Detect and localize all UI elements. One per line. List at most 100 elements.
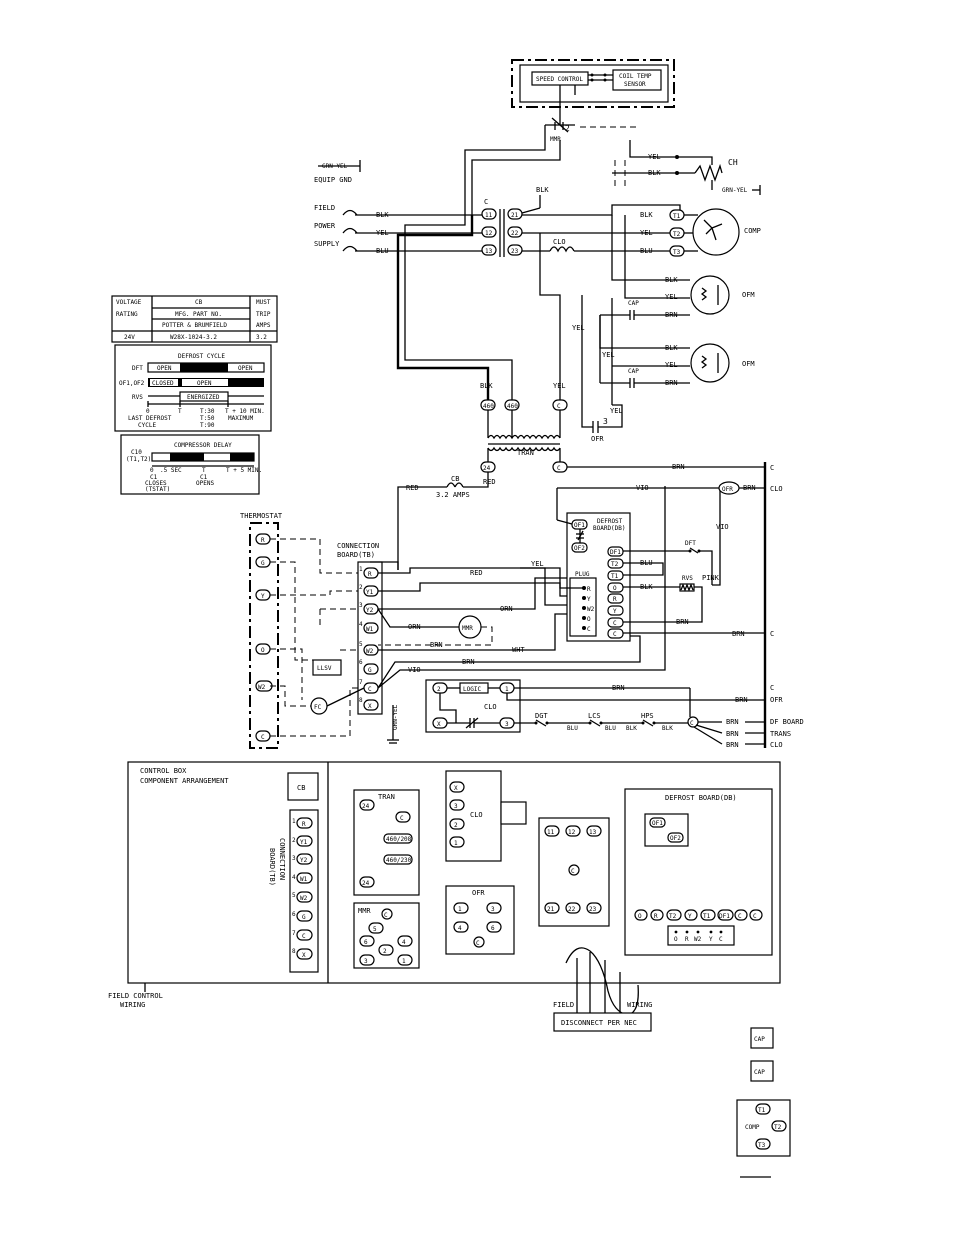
comp-delay-note-c1b: C1 — [200, 474, 208, 481]
cb-arr-db-t1: T1 — [703, 913, 711, 920]
cb-arr-tbn-7: 7 — [292, 930, 296, 937]
bus-c-1: C — [770, 464, 774, 472]
logic-t1: 1 — [505, 686, 509, 693]
ofm-yel-wire: YEL — [602, 351, 615, 359]
defrost-axis-t90: T:90 — [200, 422, 215, 429]
plug-label: PLUG — [575, 571, 590, 578]
terminal-13: 13 — [485, 248, 493, 255]
comp-delay-note-c1a: C1 — [150, 474, 158, 481]
cb-arr-db-title: DEFROST BOARD(DB) — [665, 794, 737, 802]
tb-ground: GRN-YEL — [392, 704, 399, 730]
bus-clo-1: CLO — [770, 485, 783, 493]
speed-control-assembly: SPEED CONTROL COIL TEMP SENSOR — [511, 59, 675, 125]
cb-arr-db-plug-c: C — [719, 936, 723, 943]
cb-arr-tbn-8: 8 — [292, 948, 296, 955]
cb-arr-tran-24b: 24 — [362, 880, 370, 887]
comp-yel: YEL — [640, 229, 653, 237]
tb-c: C — [368, 686, 372, 693]
tb-y1: Y1 — [366, 589, 374, 596]
hps-label: HPS — [641, 712, 654, 720]
terminal-22: 22 — [511, 230, 519, 237]
bus-brn-1: BRN — [726, 718, 739, 726]
cb-arr-tbn-2: 2 — [292, 837, 296, 844]
mmr-label: MMR — [550, 136, 561, 143]
defrost-row-dft: DFT — [132, 365, 143, 372]
logic-brn-ofr: BRN — [735, 696, 748, 704]
right-bus: C CLO C C OFR DF BOARD TRANS CLO — [763, 462, 804, 749]
cb-arr-db-df1: DF1 — [719, 913, 730, 920]
tran-460-a: 460 — [483, 403, 494, 410]
plug-pin-y: Y — [587, 596, 591, 603]
ofm2-blk: BLK — [665, 344, 678, 352]
field-control-wiring-2: WIRING — [120, 1001, 145, 1009]
thermostat-terminals: R G Y O W2 C — [255, 533, 273, 742]
disconnect-label: DISCONNECT PER NEC — [561, 1019, 637, 1027]
cb-arr-ct-23: 23 — [589, 906, 597, 913]
cb-arr-tran: TRAN — [378, 793, 395, 801]
defrost-board: DEFROST BOARD(DB) OF1 OF2 VIO DF1 T2 T1 … — [520, 484, 765, 642]
cb-arr-ofr: OFR — [472, 889, 485, 897]
clo-label-top: CLO — [553, 238, 566, 246]
cb-table-r2c2: AMPS — [256, 322, 271, 329]
cb-arr-db-c1: C — [738, 913, 742, 920]
cb-arr-tb-2: BOARD(TB) — [268, 848, 276, 886]
cb-arr-mmr-4: 4 — [402, 939, 406, 946]
tb-num-5: 5 — [359, 641, 363, 648]
cb-table-r3c1: W28X-1024-3.2 — [170, 334, 217, 341]
dft-open-2: OPEN — [238, 365, 253, 372]
defrost-cycle-title: DEFROST CYCLE — [178, 353, 225, 360]
db-t2: T2 — [611, 561, 619, 568]
ofr-yel-wire: YEL — [610, 407, 623, 415]
db-of1: OF1 — [574, 522, 585, 529]
compressor-wiring: CLO BLK YEL BLU T1 T2 T3 COMP — [522, 204, 761, 257]
comp-label: COMP — [744, 227, 761, 235]
defrost-last-1: LAST DEFROST — [128, 415, 172, 422]
equip-ground-label: EQUIP GND — [314, 176, 352, 184]
comp-delay-note-tstat: (TSTAT) — [145, 486, 170, 493]
cb-arr-tran-460-230: 460/230 — [386, 857, 412, 864]
cb-arr-tran-c: C — [400, 815, 404, 822]
cb-table: VOLTAGE CB MUST RATING MFG. PART NO. TRI… — [111, 295, 278, 343]
compressor-delay-chart: COMPRESSOR DELAY C10 (T1,T2) 0 .5 SEC T … — [120, 434, 262, 495]
cb-arr-clo-3: 3 — [454, 803, 458, 810]
cb-table-r1c2: TRIP — [256, 311, 271, 318]
legend-cap-1: CAP — [754, 1036, 765, 1043]
control-box-arrangement: CONTROL BOX COMPONENT ARRANGEMENT CB CON… — [108, 761, 781, 1032]
transformer: BLK YEL 460 460 C TRAN 24 C BRN — [396, 215, 765, 473]
cb-arr-ofr-6: 6 — [491, 925, 495, 932]
field-wiring-1: FIELD — [553, 1001, 574, 1009]
plug-pin-o: O — [587, 616, 591, 623]
tb-num-6: 6 — [359, 659, 363, 666]
cb-arr-tbn-1: 1 — [292, 818, 296, 825]
ctrl-brn: BRN — [462, 658, 475, 666]
bus-brn-2: BRN — [726, 730, 739, 738]
cb-arr-ct-13: 13 — [589, 829, 597, 836]
contactor-blk-wire: BLK — [536, 186, 549, 194]
db-of2: OF2 — [574, 545, 585, 552]
defrost-axis-t30: T:30 — [200, 408, 215, 415]
tran-24: 24 — [483, 465, 491, 472]
ctrl-brn-mmr: BRN — [430, 641, 443, 649]
field-control-wiring-1: FIELD CONTROL — [108, 992, 163, 1000]
cb-arr-cb: CB — [297, 784, 305, 792]
ofr-label-top: OFR — [591, 435, 604, 443]
cb-arr-tb-w1: W1 — [300, 876, 308, 883]
cb-arr-db-plug-r: R — [685, 936, 689, 943]
legend-parts: CAP CAP T1 COMP T2 T3 — [736, 1027, 791, 1178]
field-label: FIELD — [314, 204, 335, 212]
dft-open-1: OPEN — [157, 365, 172, 372]
cb-arr-ct-21: 21 — [547, 906, 555, 913]
defrost-row-rvs: RVS — [132, 394, 143, 401]
field-power-supply: FIELD POWER SUPPLY BLK YEL BLU — [314, 204, 482, 255]
power-label: POWER — [314, 222, 336, 230]
cb-label-top: CB — [451, 475, 459, 483]
ofm2-yel: YEL — [665, 361, 678, 369]
circuit-breaker: CB 3.2 AMPS RED RED — [397, 472, 496, 570]
contactor: C BLK 11 21 12 22 13 23 — [481, 186, 549, 257]
supply-label: SUPPLY — [314, 240, 340, 248]
cb-table-r3c2: 3.2 — [256, 334, 267, 341]
db-brn-c: BRN — [732, 630, 745, 638]
cb-arr-ct-11: 11 — [547, 829, 555, 836]
cb-arr-db-of1: OF1 — [652, 820, 663, 827]
